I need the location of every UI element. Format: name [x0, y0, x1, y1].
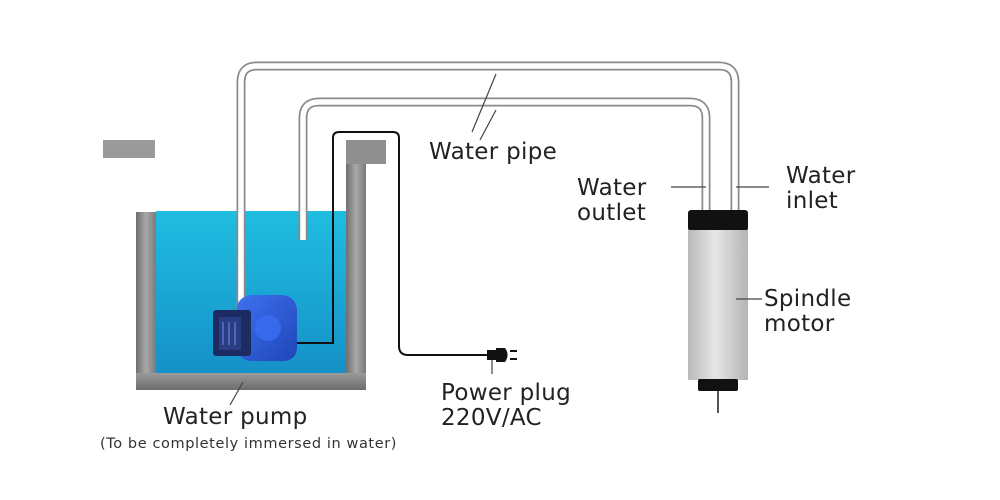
water-pipe-label: Water pipe	[429, 139, 558, 165]
power-plug-line-2: 220V/AC	[441, 405, 542, 431]
power-plug-icon	[487, 348, 517, 362]
water-outlet-line-1: Water	[577, 175, 647, 201]
spindle-motor-line-1: Spindle	[764, 286, 852, 312]
power-cable	[296, 131, 488, 356]
motor-body	[688, 230, 748, 380]
water-outlet-line-2: outlet	[577, 200, 647, 226]
spindle-motor-icon	[688, 210, 748, 413]
water-pump-note: (To be completely immersed in water)	[100, 436, 398, 452]
water-pipes	[236, 61, 740, 312]
water-pump-label: Water pump	[163, 404, 308, 430]
water-tank	[103, 140, 386, 390]
water-inlet-line-2: inlet	[786, 188, 839, 214]
motor-bottom-cap	[698, 379, 738, 391]
water-inlet-label: Water inlet	[786, 164, 856, 214]
tank-bottom	[136, 373, 366, 390]
power-plug-line-1: Power plug	[441, 380, 572, 406]
motor-top-cap	[688, 210, 748, 231]
leader-water-pipe-inner	[479, 109, 497, 141]
power-plug-label: Power plug 220V/AC	[441, 381, 571, 431]
spindle-motor-label: Spindle motor	[764, 287, 851, 337]
leader-lines	[229, 73, 769, 406]
water-outlet-label: Water outlet	[577, 176, 647, 226]
water-inlet-line-1: Water	[786, 163, 856, 189]
spindle-motor-line-2: motor	[764, 311, 835, 337]
tank-left-wall-top	[103, 140, 155, 158]
water-pump-icon	[213, 295, 297, 361]
leader-water-pipe-outer	[471, 73, 497, 133]
tank-right-wall	[346, 162, 366, 389]
tank-right-wall-lip	[346, 140, 386, 164]
tank-left-wall	[136, 212, 156, 389]
leader-water-pump	[229, 381, 244, 406]
